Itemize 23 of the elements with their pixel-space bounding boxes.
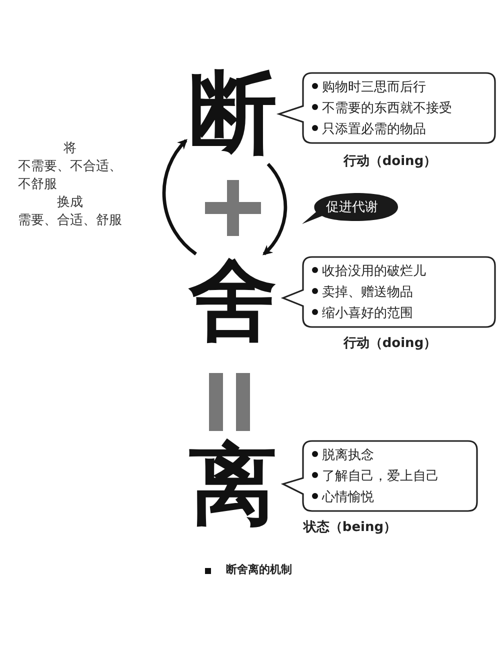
state-label: 行动（doing） bbox=[343, 335, 437, 352]
bullet-item: 缩小喜好的范围 bbox=[312, 303, 426, 324]
bullet-item: 只添置必需的物品 bbox=[312, 119, 452, 140]
cycle-arrow bbox=[262, 162, 288, 256]
state-label: 状态（being） bbox=[303, 519, 397, 536]
figure-caption: 断舍离的机制 bbox=[226, 562, 292, 577]
bullet-item: 心情愉悦 bbox=[312, 487, 439, 508]
large-character: 断 bbox=[188, 64, 278, 162]
bullet-item: 脱离执念 bbox=[312, 445, 439, 466]
large-character: 离 bbox=[188, 436, 278, 534]
large-character: 舍 bbox=[188, 252, 278, 350]
speech-bubble: 促进代谢 bbox=[300, 190, 400, 226]
note-text: 换成 bbox=[56, 194, 84, 212]
bullet-item: 不需要的东西就不接受 bbox=[312, 98, 452, 119]
cycle-arrow bbox=[162, 138, 198, 256]
bullet-item: 了解自己，爱上自己 bbox=[312, 466, 439, 487]
state-label: 行动（doing） bbox=[343, 153, 437, 170]
note-text: 不需要、不合适、不舒服 bbox=[18, 158, 123, 194]
bullet-item: 卖掉、赠送物品 bbox=[312, 282, 426, 303]
bullet-item: 购物时三思而后行 bbox=[312, 77, 452, 98]
note-text: 需要、合适、舒服 bbox=[18, 212, 123, 230]
note-text: 将 bbox=[62, 140, 78, 158]
bullet-item: 收拾没用的破烂儿 bbox=[312, 261, 426, 282]
